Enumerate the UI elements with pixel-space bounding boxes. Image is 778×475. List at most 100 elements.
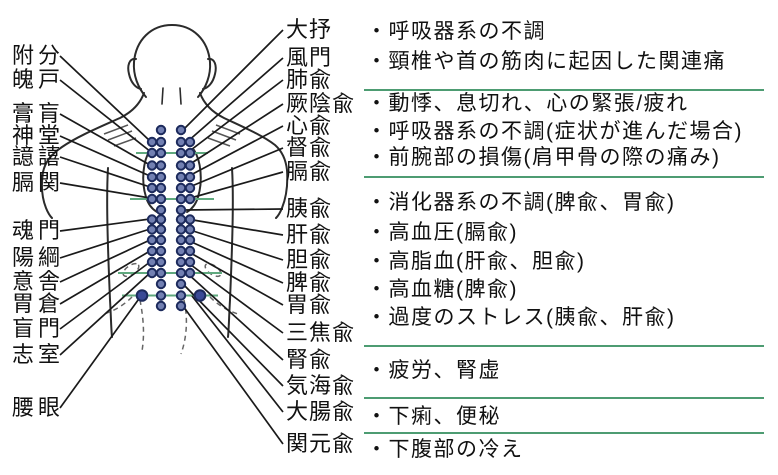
acupoint-dot [175,182,187,194]
acupoint-dot [146,245,158,257]
left-point-label: 腰眼 [12,395,65,420]
body-outline [41,23,289,338]
left-point-label: 魂門 [12,218,65,243]
acupoint-dot [146,224,158,235]
section-divider [364,176,764,178]
left-point-label: 神堂 [12,123,65,148]
meridian-point-label: 大腸兪 [286,399,356,424]
acupoint-dot [184,136,196,148]
acupoint-dot [175,171,187,183]
meridian-point-label: 肺兪 [286,67,333,92]
symptom-line: ・高血圧(膈兪) [366,221,518,244]
acupoint-dot [155,300,167,312]
meridian-point-label: 胰兪 [286,196,333,221]
acupoint-dot [155,124,167,136]
acupoint-dot [155,245,167,257]
meridian-point-label: 胆兪 [286,247,333,272]
acupoint-dot [155,147,167,159]
acupoint-dot [175,124,187,136]
symptom-line: ・頸椎や首の筋肉に起因した関連痛 [366,50,726,73]
neck-line [179,87,182,105]
acupoint-dot [155,171,167,183]
acupoint-dot [184,245,196,257]
symptom-line: ・下痢、便秘 [366,405,501,428]
acupoint-dot [146,234,158,246]
acupoint-dot [184,171,196,183]
left-point-label: 魄戸 [12,67,65,92]
acupoint-dot [155,193,167,205]
meridian-point-label: 心兪 [286,113,333,138]
acupoint-dot [155,278,167,290]
acupoint-dot [155,182,167,194]
head-outline [132,23,212,98]
acupoint-dot [193,289,207,302]
acupoint-dot [155,214,167,225]
right-scapula-line [186,149,202,213]
acupoint-dot [175,214,187,225]
left-ear [127,57,142,90]
left-shoulder-arm [41,92,145,219]
section-divider [364,89,764,91]
symptom-line: ・疲労、腎虚 [366,359,501,382]
symptom-line: ・過度のストレス(胰兪、肝兪) [366,306,676,329]
acupoint-dot [155,290,167,301]
left-point-label: 陽綱 [12,245,65,270]
acupoint-dot [175,224,187,235]
symptom-line: ・前腕部の損傷(肩甲骨の際の痛み) [366,146,721,169]
meridian-point-label: 風門 [286,45,333,70]
acupoint-dot [155,267,167,279]
acupoint-dot [175,147,187,159]
acupoint-dot [146,193,158,205]
meridian-point-label: 脾兪 [286,270,333,295]
symptom-line: ・消化器系の不調(脾兪、胃兪) [366,191,676,214]
left-point-label: 胃倉 [12,291,65,316]
acupoint-dot [146,267,158,279]
right-ear [202,57,217,90]
symptom-line: ・下腹部の冷え [366,438,524,461]
acupoint-dot [175,160,187,171]
acupoint-dot [155,256,167,268]
acupoint-dots [135,124,207,312]
acupoint-dot [175,136,187,148]
acupoint-dot [155,234,167,246]
acupoint-dot [184,234,196,246]
shoulder-hatch-marks [103,124,241,147]
left-point-label: 盲門 [12,316,65,341]
acupoint-dot [184,224,196,235]
meridian-point-label: 腎兪 [286,347,333,372]
left-point-label: 意舎 [12,269,65,294]
acupoint-dot [184,193,196,205]
left-point-label: 膏肓 [12,101,65,126]
dashed-sacrum-lines [103,262,239,355]
acupoint-dot [155,136,167,148]
symptom-line: ・呼吸器系の不調(症状が進んだ場合) [366,120,743,143]
acupoint-dot [184,214,196,225]
symptom-line: ・動悸、息切れ、心の緊張/疲れ [366,92,689,115]
acupoint-dot [155,204,167,216]
section-divider [364,345,764,347]
acupoint-dot [155,160,167,171]
meridian-point-label: 大抒 [286,17,333,42]
acupoint-dot [175,300,187,312]
meridian-point-label: 三焦兪 [286,320,356,345]
acupoint-dot [146,214,158,225]
acupoint-dot [175,234,187,246]
acupoint-dot [135,289,149,302]
torso-left-side [106,167,113,338]
symptom-line: ・高血糖(脾兪) [366,278,518,301]
meridian-point-label: 気海兪 [286,373,356,398]
leader-lines [59,29,284,445]
acupoint-dot [155,224,167,235]
acupoint-dot [184,182,196,194]
section-divider [364,397,764,399]
meridian-point-label: 胃兪 [286,292,333,317]
torso-right-side [227,167,234,338]
acupoint-dot [146,171,158,183]
symptom-line: ・高脂血(肝兪、胆兪) [366,250,586,273]
symptom-line: ・呼吸器系の不調 [366,20,546,43]
left-point-label: 譩譆 [12,144,65,169]
left-point-label: 附分 [12,43,65,68]
acupoint-dot [146,160,158,171]
